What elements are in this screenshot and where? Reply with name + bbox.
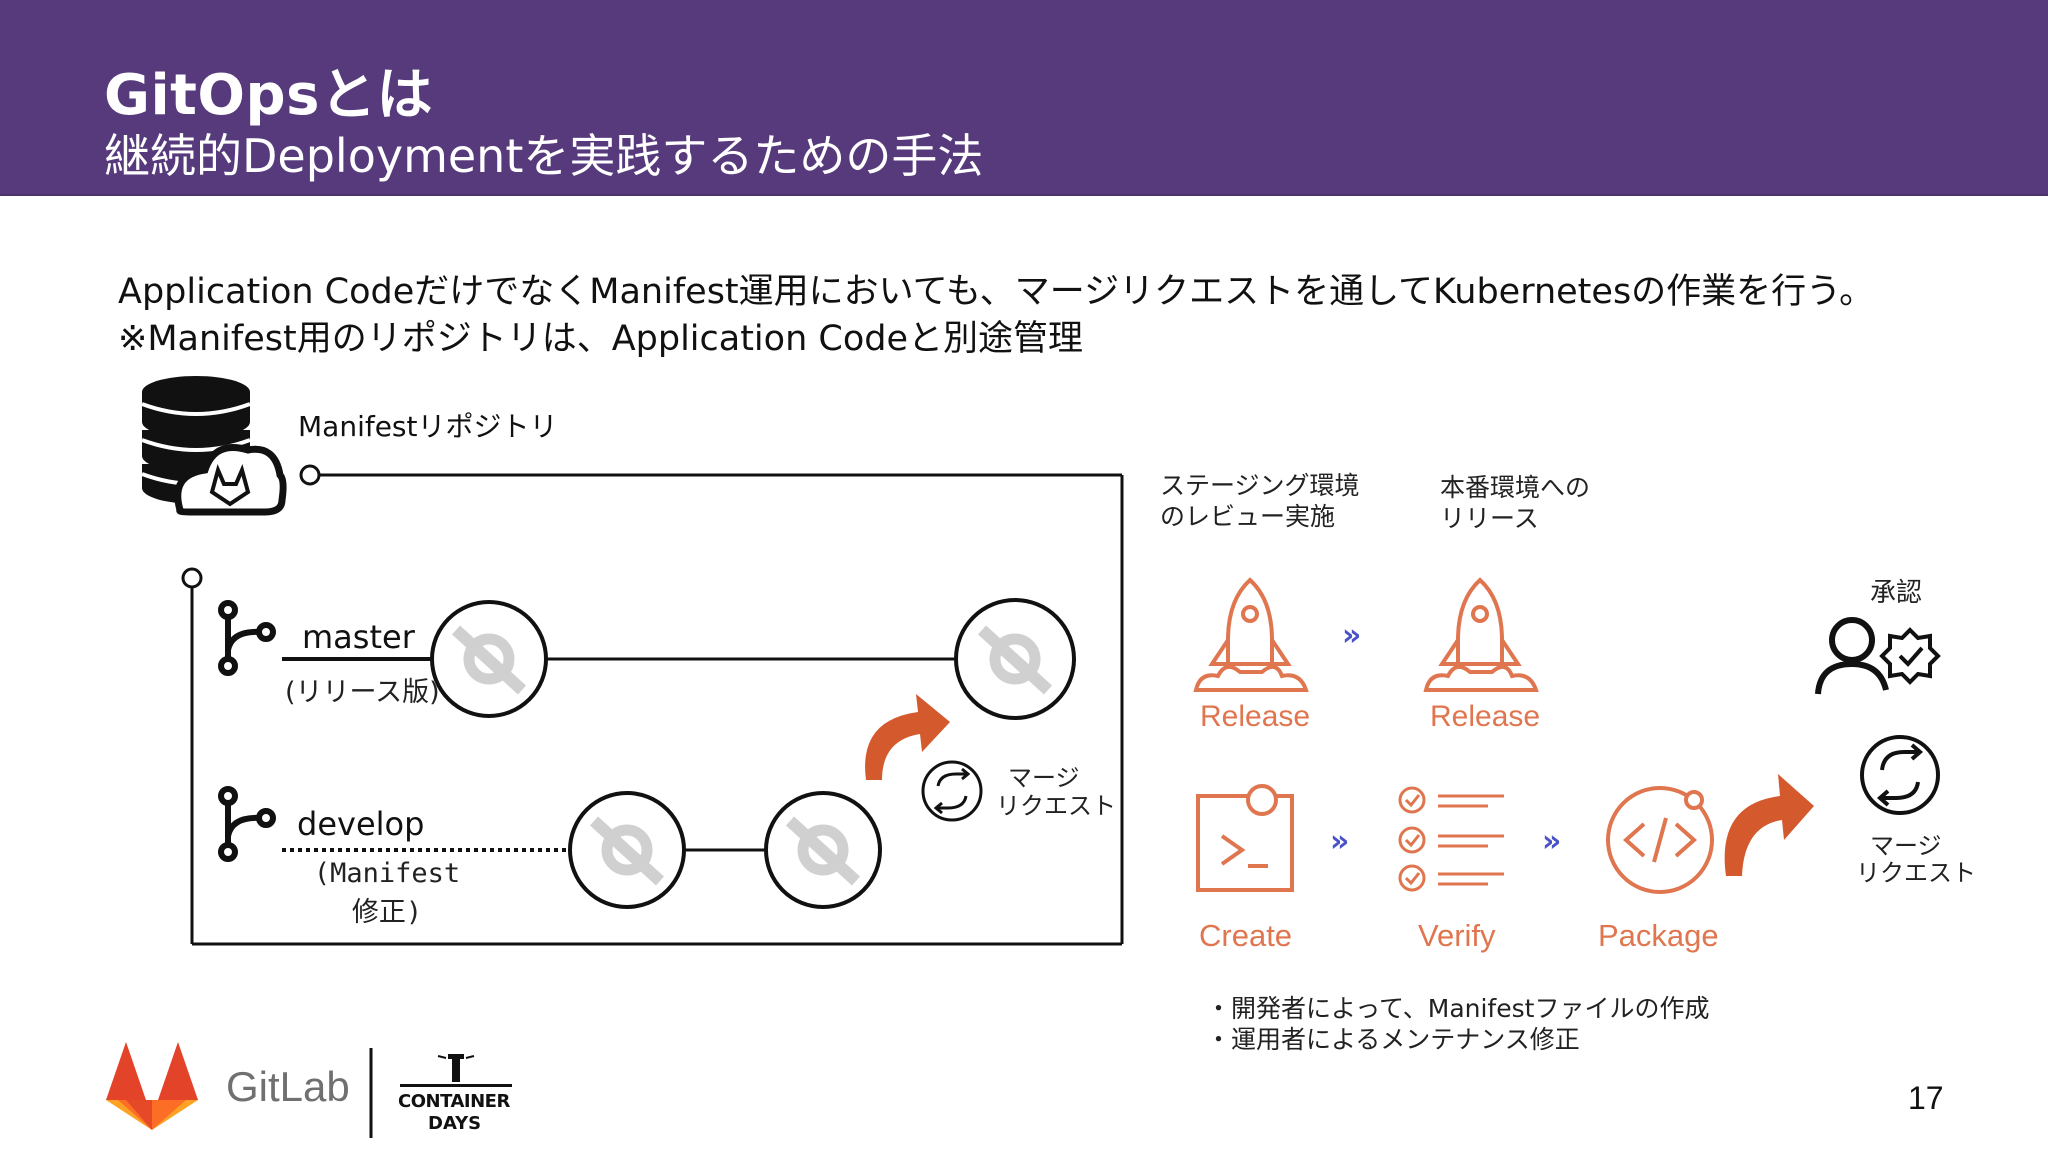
develop-branch-sub-1: (Manifest	[313, 858, 461, 889]
production-label-1: 本番環境への	[1440, 473, 1591, 502]
approval-label: 承認	[1870, 578, 1923, 608]
rocket-icon	[1423, 577, 1539, 692]
description-line-2: ※Manifest用のリポジトリは、Application Codeと別途管理	[118, 319, 1083, 359]
bullet-developer: ・開発者によって、Manifestファイルの作成	[1206, 994, 1710, 1023]
pipeline-mr-label-2: リクエスト	[1856, 859, 1976, 887]
slide-title: GitOpsとは	[104, 63, 433, 128]
merge-request-label-2: リクエスト	[996, 792, 1116, 820]
commit-node	[568, 791, 686, 909]
create-label: Create	[1199, 918, 1293, 953]
develop-branch-sub-2: 修正)	[351, 897, 423, 928]
merge-arrow	[865, 694, 950, 780]
approver-icon	[1815, 617, 1941, 695]
gitlab-wordmark: GitLab	[226, 1063, 350, 1110]
staging-label-1: ステージング環境	[1160, 471, 1360, 500]
page-number: 17	[1908, 1080, 1944, 1116]
branch-start-node	[181, 567, 203, 589]
develop-branch-label: develop	[297, 805, 425, 843]
container-days-line-2: DAYS	[428, 1113, 482, 1134]
container-days-line-1: CONTAINER	[398, 1091, 510, 1112]
verify-label: Verify	[1418, 918, 1496, 953]
repo-label: Manifestリポジトリ	[298, 410, 558, 443]
release-label-staging: Release	[1200, 700, 1311, 733]
lighthouse-icon	[400, 1054, 512, 1087]
merge-request-label-1: マージ	[1008, 764, 1080, 792]
chevron-icon: »	[1330, 824, 1350, 859]
merge-arrow	[1724, 774, 1814, 876]
rocket-icon	[1193, 577, 1309, 692]
master-branch-label: master	[302, 618, 415, 656]
production-label-2: リリース	[1440, 504, 1539, 533]
repo-start-node	[299, 464, 321, 486]
branch-icon	[218, 600, 276, 676]
commit-node	[954, 598, 1076, 720]
merge-request-icon	[1860, 735, 1940, 815]
chevron-icon: »	[1542, 824, 1562, 859]
pipeline-mr-label-1: マージ	[1870, 832, 1942, 860]
release-label-production: Release	[1430, 700, 1541, 733]
description-line-1: Application CodeだけでなくManifest運用においても、マージ…	[118, 272, 1875, 312]
master-branch-sub: (リリース版)	[285, 677, 440, 708]
chevron-icon: »	[1342, 618, 1362, 653]
staging-label-2: のレビュー実施	[1160, 502, 1336, 531]
branch-icon	[218, 786, 276, 862]
package-label: Package	[1598, 918, 1719, 953]
terminal-icon	[1196, 784, 1294, 892]
merge-request-icon	[921, 760, 983, 822]
checklist-icon	[1398, 786, 1504, 892]
code-icon	[1606, 786, 1714, 894]
cloud-gitlab-icon	[174, 444, 287, 516]
bullet-operator: ・運用者によるメンテナンス修正	[1206, 1025, 1580, 1054]
gitlab-logo	[106, 1042, 198, 1130]
slide-subtitle: 継続的Deploymentを実践するための手法	[104, 129, 984, 183]
commit-node	[430, 600, 548, 718]
header-bar: GitOpsとは 継続的Deploymentを実践するための手法	[0, 0, 2048, 196]
commit-node	[764, 791, 882, 909]
